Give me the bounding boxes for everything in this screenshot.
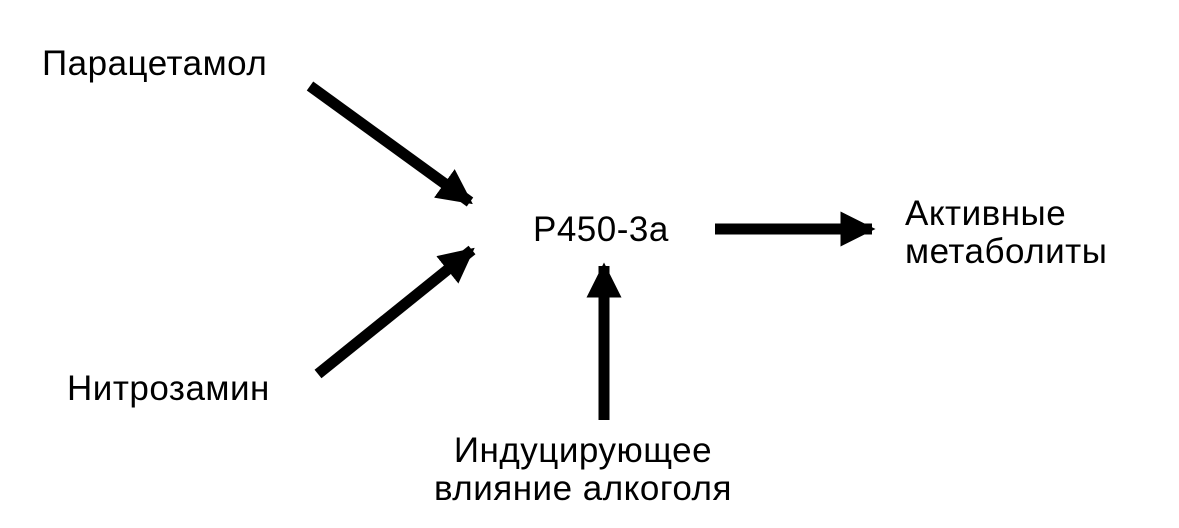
active-metabolites-line1: Активные: [905, 194, 1067, 233]
nitrosamine-label: Нитрозамин: [67, 369, 270, 408]
alcohol-induction-line1: Индуцирующее: [453, 431, 713, 470]
active-metabolites-line2: метаболиты: [905, 232, 1108, 271]
alcohol-induction-line2: влияние алкоголя: [434, 469, 732, 508]
arrow-nitrosamine-to-enzyme: [314, 245, 476, 379]
arrow-paracetamol-to-enzyme: [306, 81, 474, 207]
paracetamol-label: Парацетамол: [42, 44, 268, 83]
alcohol-induction-label: Индуцирующее влияние алкоголя: [434, 432, 732, 508]
active-metabolites-label: Активные метаболиты: [905, 195, 1107, 271]
enzyme-p450-label: P450-3a: [533, 210, 669, 249]
